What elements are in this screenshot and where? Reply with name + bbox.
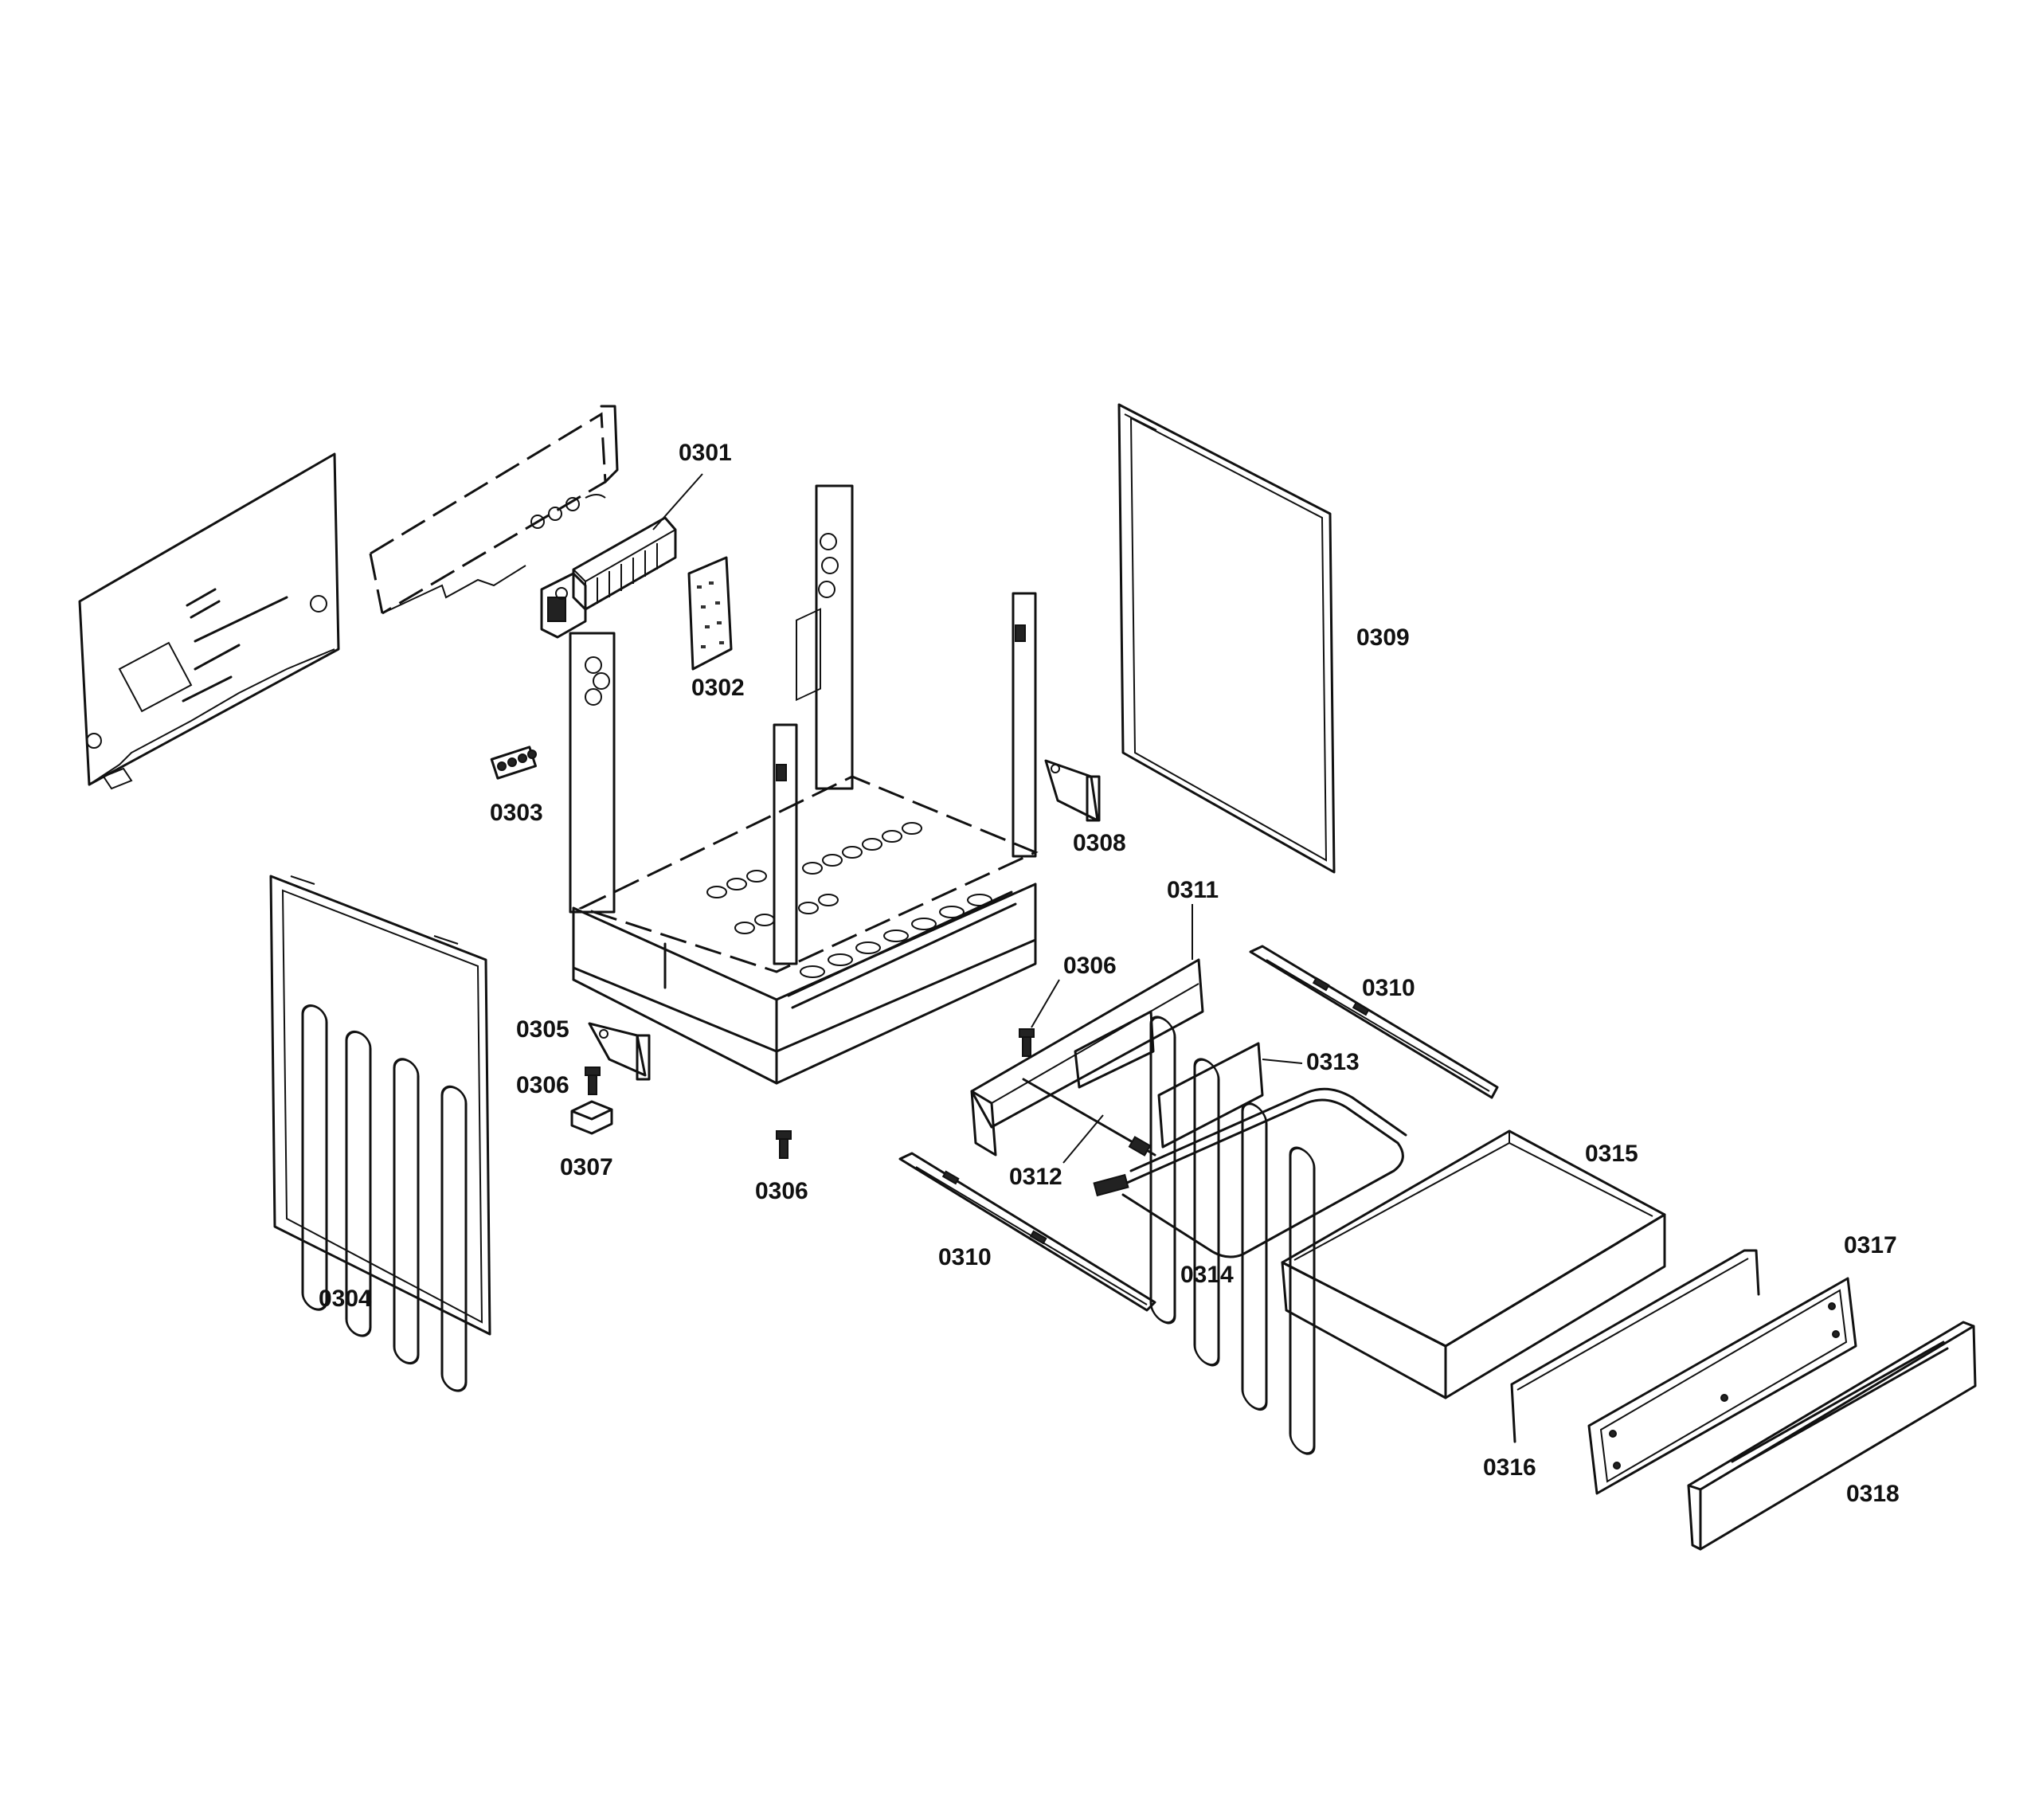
- right-side-panel: [1117, 403, 1336, 1455]
- leader-0313: [1262, 1059, 1303, 1064]
- label-0317: 0317: [1844, 1232, 1897, 1258]
- heater-mounting-plate: [970, 958, 1204, 1157]
- label-0313: 0313: [1306, 1049, 1360, 1075]
- heat-shield: [1157, 1042, 1264, 1149]
- temperature-sensor: [1022, 1078, 1156, 1157]
- label-0307: 0307: [560, 1154, 613, 1180]
- label-0306-c: 0306: [1063, 953, 1117, 979]
- label-0312: 0312: [1009, 1164, 1062, 1190]
- terminal-block: [490, 746, 537, 780]
- leader-0301: [652, 473, 703, 530]
- inner-door-panel: [1587, 1277, 1857, 1495]
- label-0306-a: 0306: [516, 1072, 569, 1098]
- cabinet-frame: [569, 484, 1039, 1085]
- label-0303: 0303: [490, 800, 543, 826]
- screw: [1019, 1028, 1035, 1057]
- label-0302: 0302: [691, 675, 745, 701]
- label-0306-b: 0306: [755, 1178, 808, 1204]
- label-0309: 0309: [1356, 624, 1410, 651]
- label-0308: 0308: [1073, 830, 1126, 856]
- label-0316: 0316: [1483, 1454, 1536, 1481]
- label-0301: 0301: [679, 440, 732, 466]
- label-0315: 0315: [1585, 1141, 1638, 1167]
- label-0305: 0305: [516, 1016, 569, 1043]
- label-0318: 0318: [1846, 1481, 1900, 1507]
- clip: [570, 1100, 613, 1135]
- control-board: [687, 556, 733, 671]
- left-side-panel: [269, 875, 491, 1392]
- door-gasket: [1510, 1249, 1760, 1443]
- drawer-slide-right: [1249, 945, 1499, 1099]
- leader-0312: [1062, 1114, 1104, 1164]
- label-0304: 0304: [319, 1286, 372, 1312]
- label-0311: 0311: [1167, 877, 1219, 903]
- heating-element: [1093, 1087, 1407, 1258]
- warming-drawer: [1281, 1129, 1666, 1399]
- side-bracket-left: [588, 1022, 651, 1081]
- back-panel: [78, 452, 340, 790]
- leader-0306: [1031, 979, 1060, 1028]
- upper-back-channel: [369, 405, 619, 615]
- side-bracket-right: [1044, 759, 1101, 822]
- screw: [776, 1130, 792, 1159]
- drawer-front: [1687, 1321, 1977, 1551]
- label-0314: 0314: [1180, 1262, 1234, 1288]
- blower-motor: [540, 516, 677, 639]
- label-0310-a: 0310: [1362, 975, 1415, 1001]
- screw: [585, 1067, 601, 1095]
- drawer-slide-left: [898, 1152, 1156, 1312]
- label-0310-b: 0310: [938, 1244, 992, 1270]
